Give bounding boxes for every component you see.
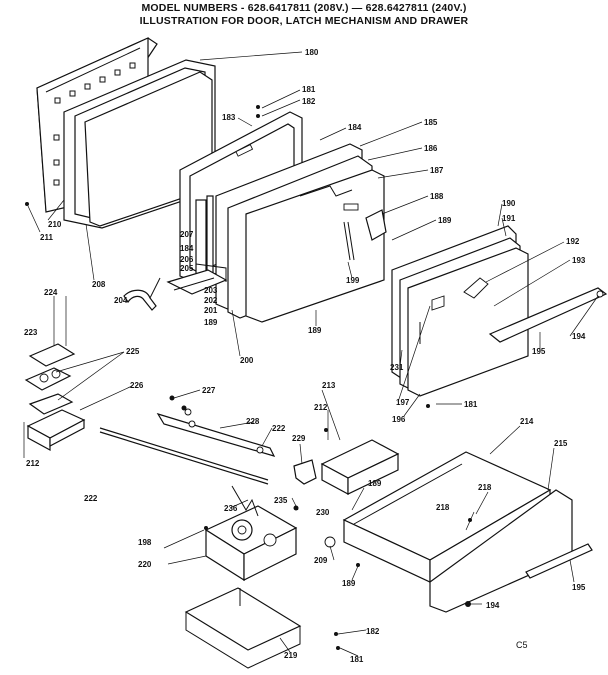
callout-labels: 180 181 182 183 184 185 186 187 188 189 … (24, 48, 586, 664)
callout-197: 197 (396, 398, 410, 407)
callout-185: 185 (424, 118, 438, 127)
drawer-slide-rail (525, 543, 593, 579)
callout-227: 227 (202, 386, 216, 395)
callout-220: 220 (138, 560, 152, 569)
latch-knob (293, 459, 317, 485)
callout-225: 225 (126, 347, 140, 356)
callout-219: 219 (284, 651, 298, 660)
callout-193: 193 (572, 256, 586, 265)
callout-206: 206 (180, 255, 194, 264)
callout-236: 236 (224, 504, 238, 513)
callout-182-b: 182 (366, 627, 380, 636)
callout-202: 202 (204, 296, 218, 305)
callout-192: 192 (566, 237, 580, 246)
callout-189-c: 189 (204, 318, 218, 327)
callout-203: 203 (204, 286, 218, 295)
callout-195: 195 (532, 347, 546, 356)
callout-181-b: 181 (464, 400, 478, 409)
callout-235: 235 (274, 496, 288, 505)
callout-194: 194 (572, 332, 586, 341)
screws-and-fasteners (25, 105, 472, 650)
callout-194-b: 194 (486, 601, 500, 610)
callout-205: 205 (180, 264, 194, 273)
callout-187: 187 (430, 166, 444, 175)
callout-200: 200 (240, 356, 254, 365)
callout-180: 180 (305, 48, 319, 57)
callout-189-e: 189 (342, 579, 356, 588)
latch-connecting-rod (99, 427, 269, 485)
panel-slots (53, 62, 136, 186)
latch-spring-assembly (24, 343, 76, 415)
callout-210: 210 (48, 220, 62, 229)
callout-218: 218 (478, 483, 492, 492)
door-hinge-bracket (343, 203, 387, 261)
callout-186: 186 (424, 144, 438, 153)
hinge-arm-assembly (166, 195, 228, 295)
callout-190: 190 (502, 199, 516, 208)
callout-222-b: 222 (272, 424, 286, 433)
callout-199: 199 (346, 276, 360, 285)
latch-mechanism-body (204, 485, 298, 582)
callout-228: 228 (246, 417, 260, 426)
callout-189-b: 189 (308, 326, 322, 335)
callout-212: 212 (26, 459, 40, 468)
callout-222: 222 (84, 494, 98, 503)
callout-211: 211 (40, 233, 53, 242)
callout-195-b: 195 (572, 583, 586, 592)
callout-188: 188 (430, 192, 444, 201)
callout-181: 181 (302, 85, 316, 94)
callout-207: 207 (180, 230, 194, 239)
callout-230: 230 (316, 508, 330, 517)
latch-lever-arm (156, 408, 276, 457)
callout-184-b: 184 (180, 244, 194, 253)
door-handle-bar (488, 287, 608, 343)
callout-182: 182 (302, 97, 316, 106)
callout-223: 223 (24, 328, 38, 337)
model-numbers-title: MODEL NUMBERS - 628.6417811 (208V.) — 62… (141, 2, 467, 14)
drawer-cover-bracket (320, 439, 400, 496)
callout-229: 229 (292, 434, 306, 443)
callout-198: 198 (138, 538, 152, 547)
latch-bracket (26, 409, 86, 452)
callout-215: 215 (554, 439, 568, 448)
callout-201: 201 (204, 306, 218, 315)
callout-leader-lines (23, 51, 599, 657)
callout-191: 191 (502, 214, 516, 223)
callout-209: 209 (314, 556, 328, 565)
callout-213: 213 (322, 381, 336, 390)
callout-218-b: 218 (436, 503, 450, 512)
callout-189: 189 (438, 216, 452, 225)
callout-231: 231 (390, 363, 404, 372)
callout-181-c: 181 (350, 655, 364, 664)
callout-214: 214 (520, 417, 534, 426)
door-liner-frame (63, 59, 216, 229)
callout-208: 208 (92, 280, 106, 289)
hinge-hook (123, 277, 161, 311)
illustration-subtitle: ILLUSTRATION FOR DOOR, LATCH MECHANISM A… (139, 15, 469, 27)
latch-mounting-bracket (184, 587, 302, 669)
callout-184: 184 (348, 123, 362, 132)
callout-196: 196 (392, 415, 406, 424)
callout-204: 204 (114, 296, 128, 305)
callout-183: 183 (222, 113, 236, 122)
page-code: C5 (516, 640, 528, 650)
right-door-panel (391, 225, 529, 397)
callout-212-b: 212 (314, 403, 328, 412)
callout-189-d: 189 (368, 479, 382, 488)
callout-224: 224 (44, 288, 58, 297)
callout-226: 226 (130, 381, 144, 390)
